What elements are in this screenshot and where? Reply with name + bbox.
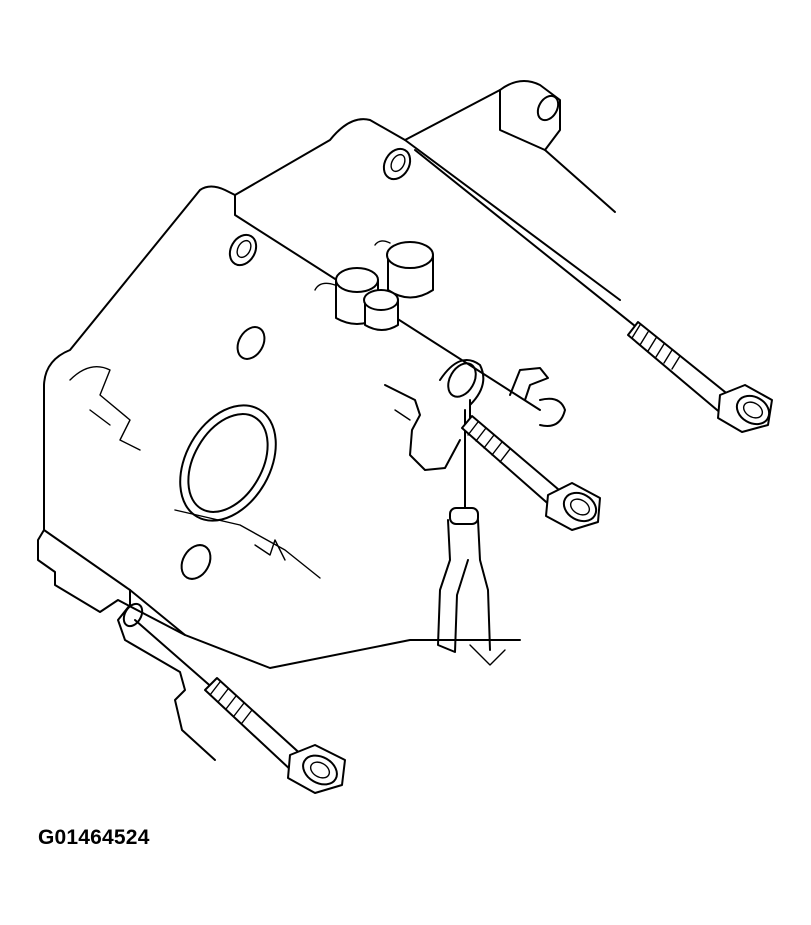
bolt-holes [122, 94, 560, 628]
cylindrical-bosses [314, 240, 434, 331]
bolt-lower-left [134, 619, 346, 794]
figure-id-label: G01464524 [38, 826, 150, 849]
bolt-middle [461, 399, 601, 531]
engine-housing [37, 80, 621, 761]
mount-bracket [384, 359, 566, 471]
coolant-hose [437, 409, 491, 653]
bolt-upper-right [414, 149, 773, 433]
seal-ring [174, 404, 321, 579]
